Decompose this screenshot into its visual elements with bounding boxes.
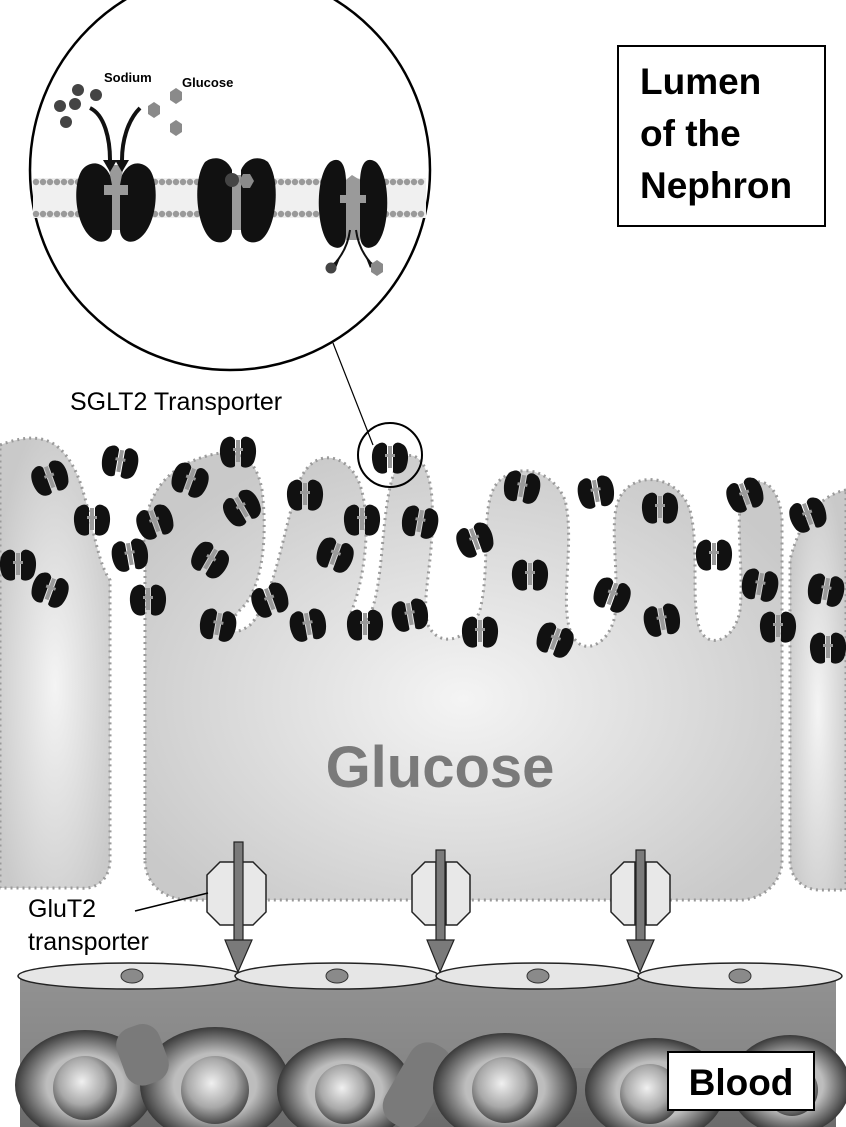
glucose-molecules xyxy=(148,88,383,276)
phospholipid-head xyxy=(32,210,40,218)
phospholipid-head xyxy=(298,210,306,218)
sglt2-inset: Sodium Glucose xyxy=(28,0,432,372)
phospholipid-head xyxy=(312,210,320,218)
cell-glucose-label: Glucose xyxy=(326,735,555,800)
phospholipid-head xyxy=(53,210,61,218)
phospholipid-head xyxy=(277,178,285,186)
phospholipid-head xyxy=(165,178,173,186)
phospholipid-head xyxy=(179,210,187,218)
phospholipid-head xyxy=(60,210,68,218)
phospholipid-head xyxy=(291,210,299,218)
glucose-arrow xyxy=(120,106,142,161)
nucleus xyxy=(325,968,349,984)
phospholipid-head xyxy=(389,178,397,186)
phospholipid-head xyxy=(305,210,313,218)
phospholipid-head xyxy=(165,210,173,218)
nucleus xyxy=(728,968,752,984)
blood-label: Blood xyxy=(689,1062,794,1103)
glut2-pointer xyxy=(134,892,209,912)
phospholipid-head xyxy=(53,178,61,186)
phospholipid-head xyxy=(410,210,418,218)
phospholipid-head xyxy=(32,178,40,186)
phospholipid-head xyxy=(67,178,75,186)
red-blood-cells xyxy=(15,1024,846,1127)
phospholipid-head xyxy=(60,178,68,186)
phospholipid-head xyxy=(417,210,425,218)
glut2-label: GluT2 transporter xyxy=(28,892,209,956)
phospholipid-head xyxy=(396,210,404,218)
sglt2-transporter-icon xyxy=(99,443,141,481)
phospholipid-head xyxy=(39,210,47,218)
phospholipid-head xyxy=(186,210,194,218)
phospholipid-head xyxy=(396,178,404,186)
left-cell xyxy=(0,436,112,890)
phospholipid-head xyxy=(39,178,47,186)
phospholipid-head xyxy=(46,210,54,218)
phospholipid-head xyxy=(403,178,411,186)
sglt2-transporter-icon xyxy=(575,473,617,511)
phospholipid-head xyxy=(298,178,306,186)
lumen-label-line3: Nephron xyxy=(640,165,792,206)
glut2-transporter xyxy=(610,849,671,974)
phospholipid-head xyxy=(186,178,194,186)
sglt2-occluded xyxy=(197,158,276,243)
lumen-label-box: Lumen of the Nephron xyxy=(617,45,826,227)
phospholipid-head xyxy=(172,178,180,186)
phospholipid-head xyxy=(277,210,285,218)
phospholipid-head xyxy=(46,178,54,186)
phospholipid-head xyxy=(158,210,166,218)
phospholipid-head xyxy=(291,178,299,186)
phospholipid-head xyxy=(193,210,201,218)
phospholipid-head xyxy=(284,210,292,218)
highlight-circle xyxy=(357,422,423,488)
phospholipid-head xyxy=(67,210,75,218)
phospholipid-head xyxy=(410,178,418,186)
glut2-transporter xyxy=(206,841,267,974)
phospholipid-head xyxy=(305,178,313,186)
sodium-arrow xyxy=(88,106,112,161)
main-cell xyxy=(142,451,784,902)
phospholipid-head xyxy=(389,210,397,218)
phospholipid-head xyxy=(284,178,292,186)
sglt2-open-inward xyxy=(318,159,388,268)
sglt2-open-outward xyxy=(76,163,156,242)
nucleus xyxy=(120,968,144,984)
epithelial-cells xyxy=(0,436,846,902)
blood-label-box: Blood xyxy=(667,1051,815,1111)
sodium-label: Sodium xyxy=(104,70,152,85)
glut2-transporter xyxy=(411,849,471,974)
lumen-label-line2: of the xyxy=(640,113,741,154)
phospholipid-head xyxy=(417,178,425,186)
phospholipid-head xyxy=(403,210,411,218)
phospholipid-head xyxy=(312,178,320,186)
inset-connector xyxy=(332,342,374,446)
phospholipid-head xyxy=(179,178,187,186)
glut2-label-line2: transporter xyxy=(28,928,149,956)
right-cell xyxy=(788,488,846,892)
sglt2-label: SGLT2 Transporter xyxy=(70,388,282,416)
glucose-label: Glucose xyxy=(182,75,233,90)
nucleus xyxy=(526,968,550,984)
sglt2-transporter-icon xyxy=(695,539,733,571)
phospholipid-head xyxy=(172,210,180,218)
sodium-ions xyxy=(54,84,337,274)
phospholipid-head xyxy=(158,178,166,186)
glut2-transporters xyxy=(206,841,671,974)
lumen-label-line1: Lumen xyxy=(640,61,761,102)
glut2-label-line1: GluT2 xyxy=(28,895,96,923)
sglt2-transporter-icon xyxy=(371,442,409,474)
